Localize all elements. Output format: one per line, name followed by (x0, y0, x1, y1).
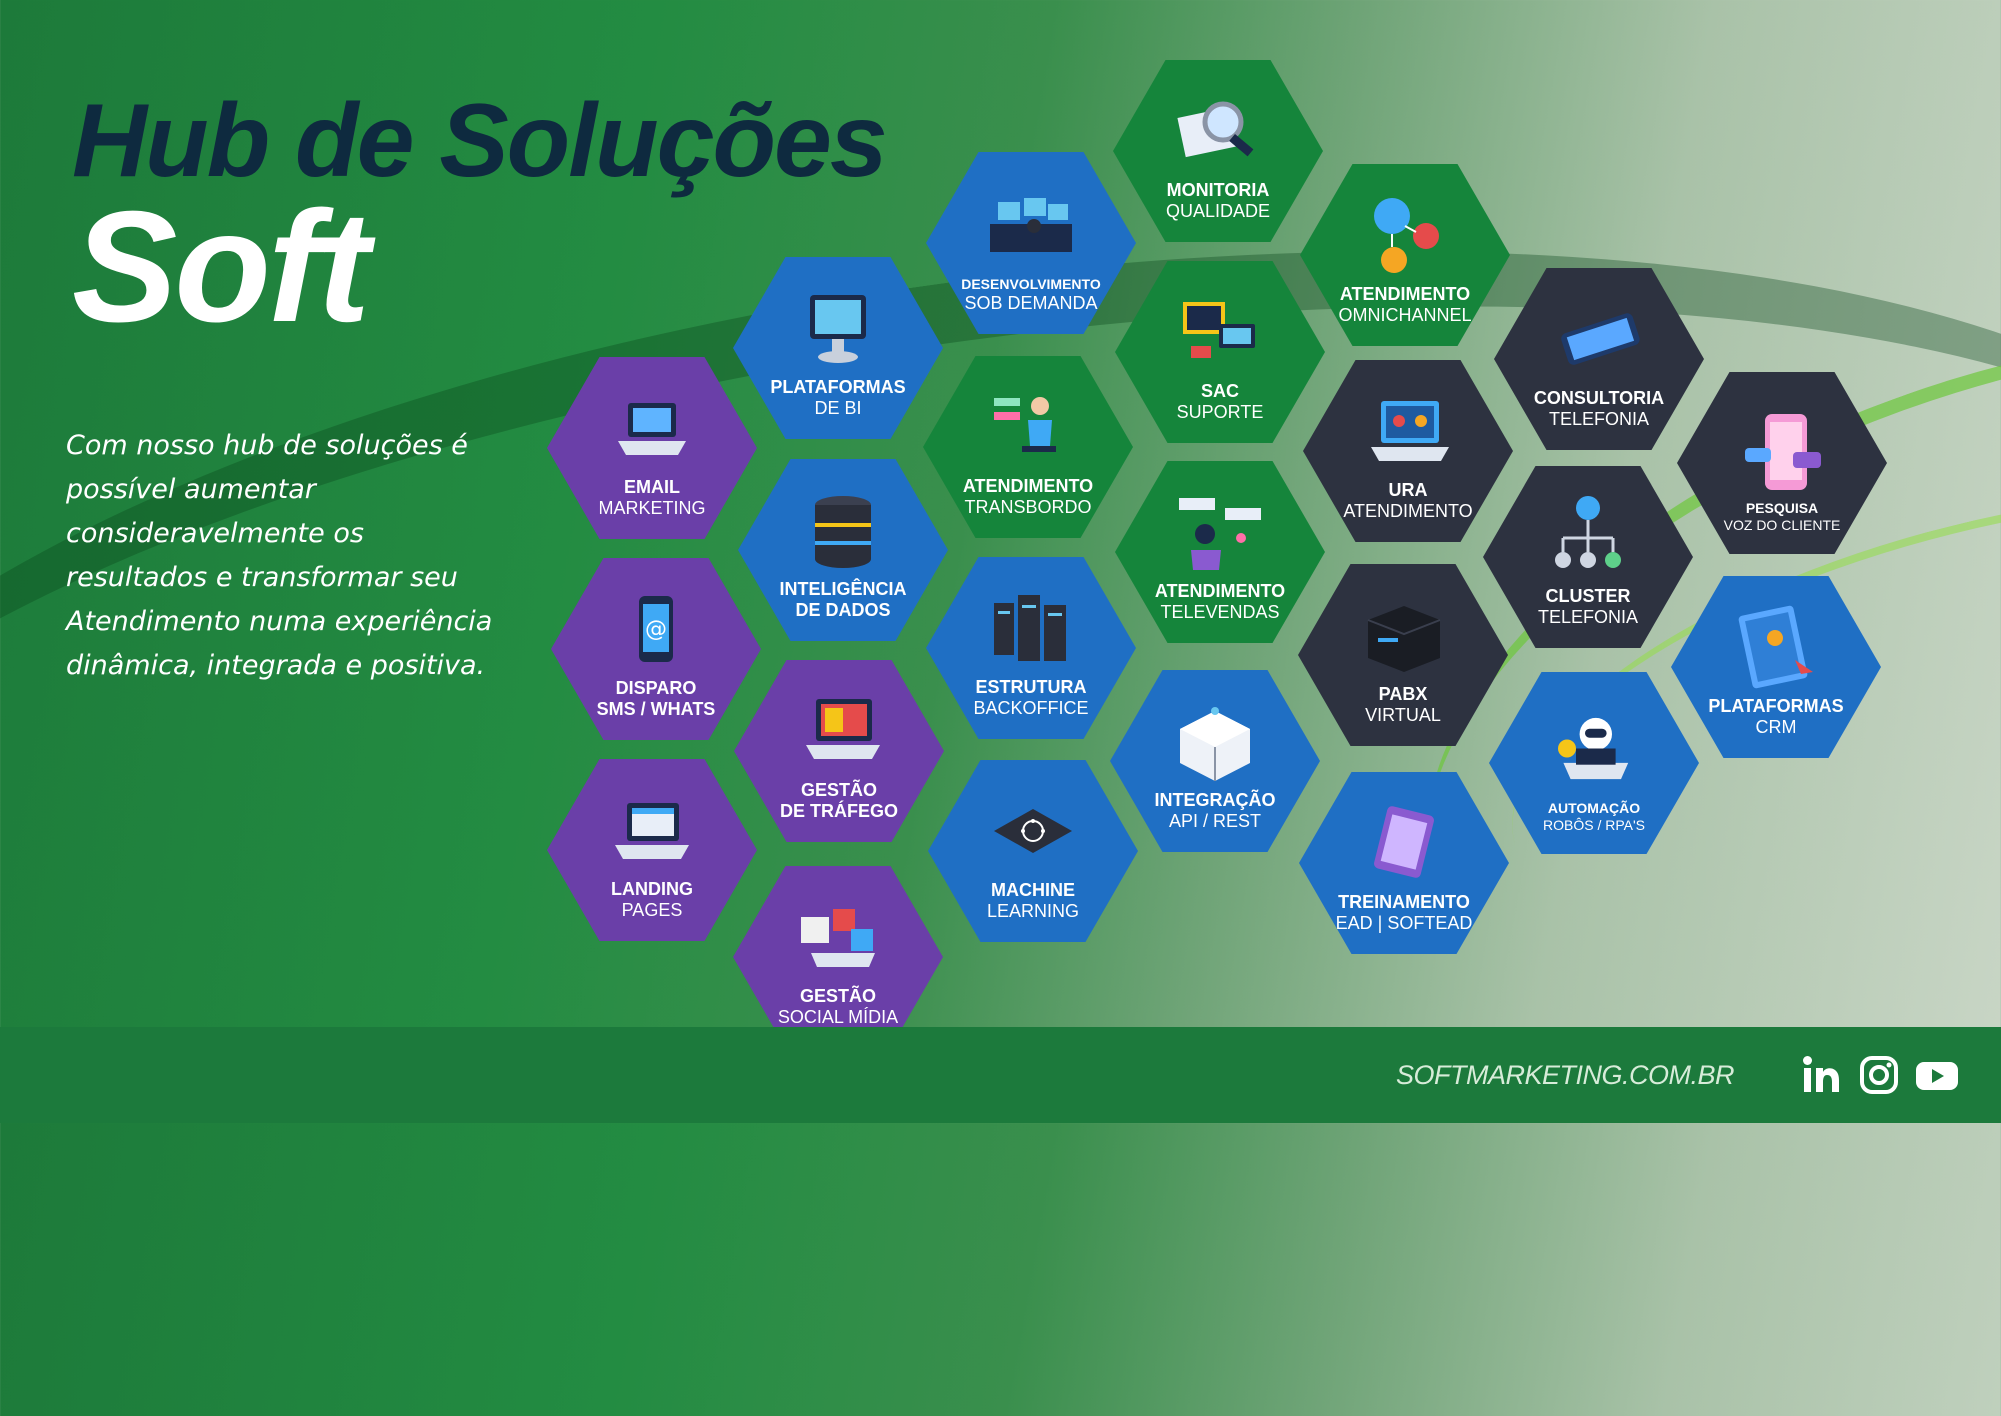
hex-ura-atendimento[interactable]: URA ATENDIMENTO (1303, 360, 1513, 542)
hex-atendimento-televendas[interactable]: ATENDIMENTO TELEVENDAS (1115, 461, 1325, 643)
smartphone-icon (1554, 302, 1644, 380)
laptop-icon (607, 391, 697, 469)
laptop-browser-icon (607, 793, 697, 871)
headset-icon (1175, 495, 1265, 573)
page-title: Hub de Soluções (72, 83, 888, 199)
server-rack-icon (986, 591, 1076, 669)
hex-sac-suporte[interactable]: SAC SUPORTE (1115, 261, 1325, 443)
description: Com nosso hub de soluções é possível aum… (66, 430, 493, 681)
monitor-icon (793, 291, 883, 369)
magnifier-icon (1173, 94, 1263, 172)
support-tools-icon (1175, 295, 1265, 373)
agent-icon (983, 390, 1073, 468)
dashboard-icon (794, 694, 884, 772)
phone-at-icon: @ (611, 592, 701, 670)
youtube-icon[interactable] (1914, 1054, 1960, 1096)
hex-atendimento-transbordo[interactable]: ATENDIMENTO TRANSBORDO (923, 356, 1133, 538)
footer-bar (0, 1027, 2001, 1123)
workstation-icon (986, 190, 1076, 268)
chip-icon (988, 794, 1078, 872)
website-link[interactable]: SOFTMARKETING.COM.BR (1396, 1060, 1735, 1090)
pbx-box-icon (1358, 598, 1448, 676)
voice-survey-icon (1737, 414, 1827, 492)
page-subtitle: Soft (72, 179, 370, 355)
database-icon (798, 493, 888, 571)
hex-monitoria-qualidade[interactable]: MONITORIA QUALIDADE (1113, 60, 1323, 242)
video-call-icon (1363, 394, 1453, 472)
svg-text:@: @ (645, 617, 667, 642)
robot-icon (1549, 714, 1639, 792)
instagram-icon[interactable] (1858, 1054, 1900, 1096)
social-media-icon (793, 900, 883, 978)
linkedin-icon[interactable] (1801, 1054, 1843, 1096)
contacts-book-icon (1731, 605, 1821, 689)
hex-plataformas-bi[interactable]: PLATAFORMAS DE BI (733, 257, 943, 439)
cluster-icon (1543, 496, 1633, 578)
omnichannel-icon (1360, 198, 1450, 276)
hex-email-marketing[interactable]: EMAIL MARKETING (547, 357, 757, 539)
hex-atendimento-omnichannel[interactable]: ATENDIMENTO OMNICHANNEL (1300, 164, 1510, 346)
tablet-icon (1359, 806, 1449, 884)
cube-network-icon (1170, 704, 1260, 782)
hex-consultoria-telefonia[interactable]: CONSULTORIA TELEFONIA (1494, 268, 1704, 450)
